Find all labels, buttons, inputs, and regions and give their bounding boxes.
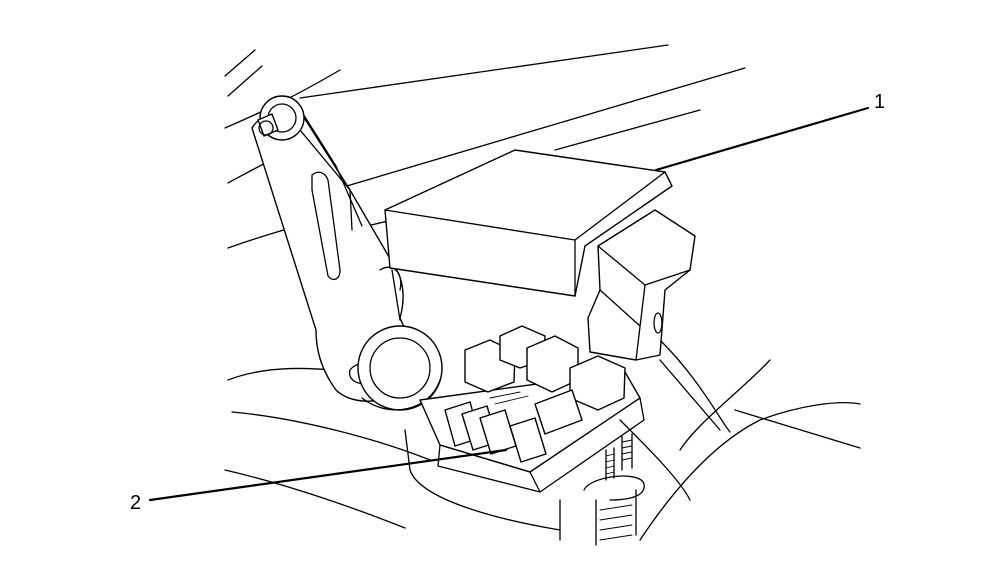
fuse-block-cover — [384, 149, 696, 361]
callout-label-1: 1 — [874, 91, 886, 113]
callout-label-2: 2 — [130, 492, 142, 514]
lower-housing-studs — [404, 429, 645, 546]
body-panel-lines — [224, 44, 861, 541]
leader-line-2 — [148, 448, 508, 502]
leader-line-1 — [654, 106, 870, 172]
pivot-arm — [251, 95, 443, 411]
relay-fuse-tray — [419, 325, 645, 493]
